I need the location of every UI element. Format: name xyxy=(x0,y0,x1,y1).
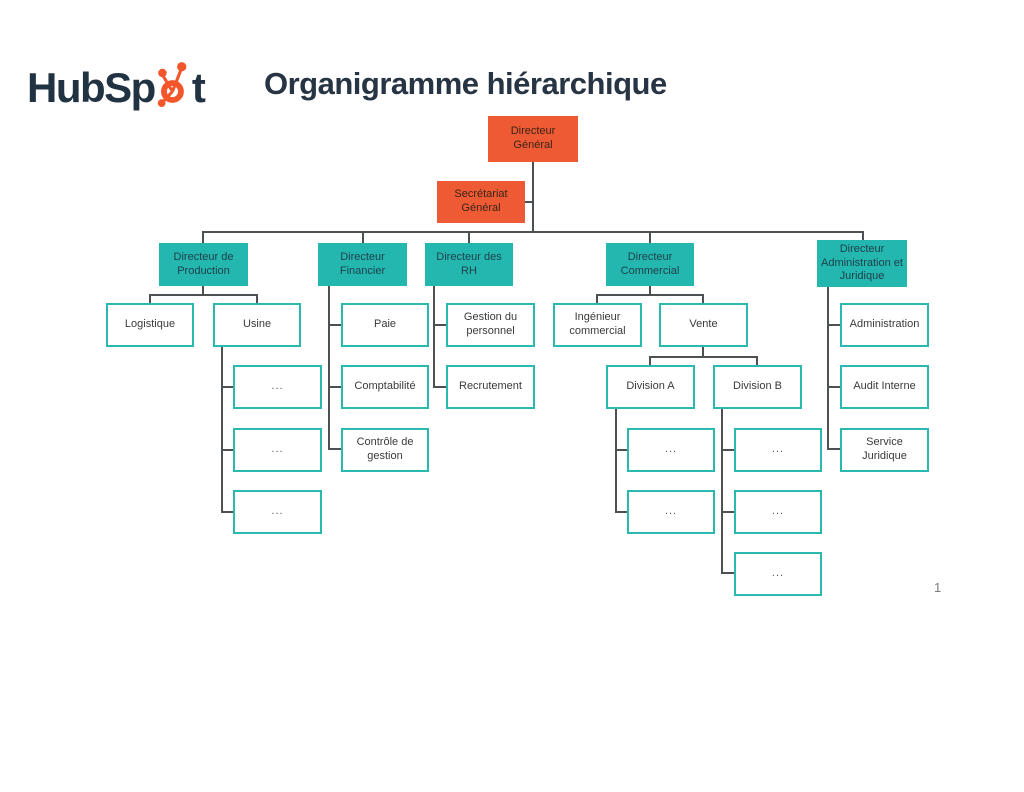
org-node-directeur-commercial: Directeur Commercial xyxy=(606,243,694,286)
connector-line xyxy=(221,449,233,451)
org-node-gestion-personnel: Gestion du personnel xyxy=(446,303,535,347)
slide-page-number: 1 xyxy=(934,580,942,595)
org-node-division-b: Division B xyxy=(713,365,802,409)
connector-line xyxy=(702,294,704,303)
connector-line xyxy=(532,161,534,232)
connector-line xyxy=(721,449,734,451)
hubspot-sprocket-icon xyxy=(157,62,187,107)
org-node-division-a-sub-1: ... xyxy=(627,428,715,472)
org-node-usine-sub-2: ... xyxy=(233,428,322,472)
org-node-vente: Vente xyxy=(659,303,748,347)
org-node-usine: Usine xyxy=(213,303,301,347)
connector-line xyxy=(433,286,435,388)
connector-line xyxy=(202,286,204,295)
org-node-directeur-rh: Directeur des RH xyxy=(425,243,513,286)
connector-line xyxy=(524,201,534,203)
connector-line xyxy=(615,511,627,513)
connector-line xyxy=(827,324,840,326)
org-node-division-b-sub-3: ... xyxy=(734,552,822,596)
connector-line xyxy=(149,294,258,296)
hubspot-logo-text-right: t xyxy=(191,64,206,111)
connector-line xyxy=(615,449,627,451)
connector-line xyxy=(649,286,651,295)
connector-line xyxy=(649,231,651,243)
connector-line xyxy=(328,448,341,450)
connector-line xyxy=(362,231,364,243)
connector-line xyxy=(221,386,233,388)
connector-line xyxy=(221,347,223,512)
connector-line xyxy=(328,286,330,450)
org-node-service-juridique: Service Juridique xyxy=(840,428,929,472)
connector-line xyxy=(149,294,151,303)
connector-line xyxy=(721,572,734,574)
connector-line xyxy=(827,287,829,450)
org-node-ingenieur-commercial: Ingénieur commercial xyxy=(553,303,642,347)
connector-line xyxy=(615,409,617,512)
connector-line xyxy=(702,347,704,358)
org-node-division-b-sub-2: ... xyxy=(734,490,822,534)
connector-line xyxy=(221,511,233,513)
org-node-usine-sub-3: ... xyxy=(233,490,322,534)
connector-line xyxy=(202,231,864,233)
org-node-division-a: Division A xyxy=(606,365,695,409)
connector-line xyxy=(649,356,757,358)
connector-line xyxy=(256,294,258,303)
org-node-controle-gestion: Contrôle de gestion xyxy=(341,428,429,472)
connector-line xyxy=(596,294,598,303)
org-node-paie: Paie xyxy=(341,303,429,347)
connector-line xyxy=(721,409,723,574)
connector-line xyxy=(596,294,704,296)
connector-line xyxy=(328,386,341,388)
connector-line xyxy=(649,356,651,365)
org-node-directeur-admin-juridique: Directeur Administration et Juridique xyxy=(817,240,907,287)
org-node-division-b-sub-1: ... xyxy=(734,428,822,472)
connector-line xyxy=(202,231,204,243)
org-node-usine-sub-1: ... xyxy=(233,365,322,409)
connector-line xyxy=(721,511,734,513)
org-node-logistique: Logistique xyxy=(106,303,194,347)
connector-line xyxy=(468,231,470,243)
org-node-division-a-sub-2: ... xyxy=(627,490,715,534)
org-node-recrutement: Recrutement xyxy=(446,365,535,409)
connector-line xyxy=(862,231,864,240)
hubspot-logo: HubSp t xyxy=(27,58,206,111)
page-title: Organigramme hiérarchique xyxy=(264,66,667,101)
org-node-comptabilite: Comptabilité xyxy=(341,365,429,409)
org-node-audit-interne: Audit Interne xyxy=(840,365,929,409)
connector-line xyxy=(827,448,840,450)
connector-line xyxy=(433,324,446,326)
connector-line xyxy=(827,386,840,388)
org-node-directeur-financier: Directeur Financier xyxy=(318,243,407,286)
org-node-secretariat-general: Secrétariat Général xyxy=(437,181,525,223)
connector-line xyxy=(756,356,758,365)
hubspot-logo-text-left: HubSp xyxy=(27,64,156,111)
connector-line xyxy=(328,324,341,326)
org-node-administration: Administration xyxy=(840,303,929,347)
connector-line xyxy=(433,386,446,388)
org-node-directeur-general: Directeur Général xyxy=(488,116,578,162)
org-node-directeur-production: Directeur de Production xyxy=(159,243,248,286)
